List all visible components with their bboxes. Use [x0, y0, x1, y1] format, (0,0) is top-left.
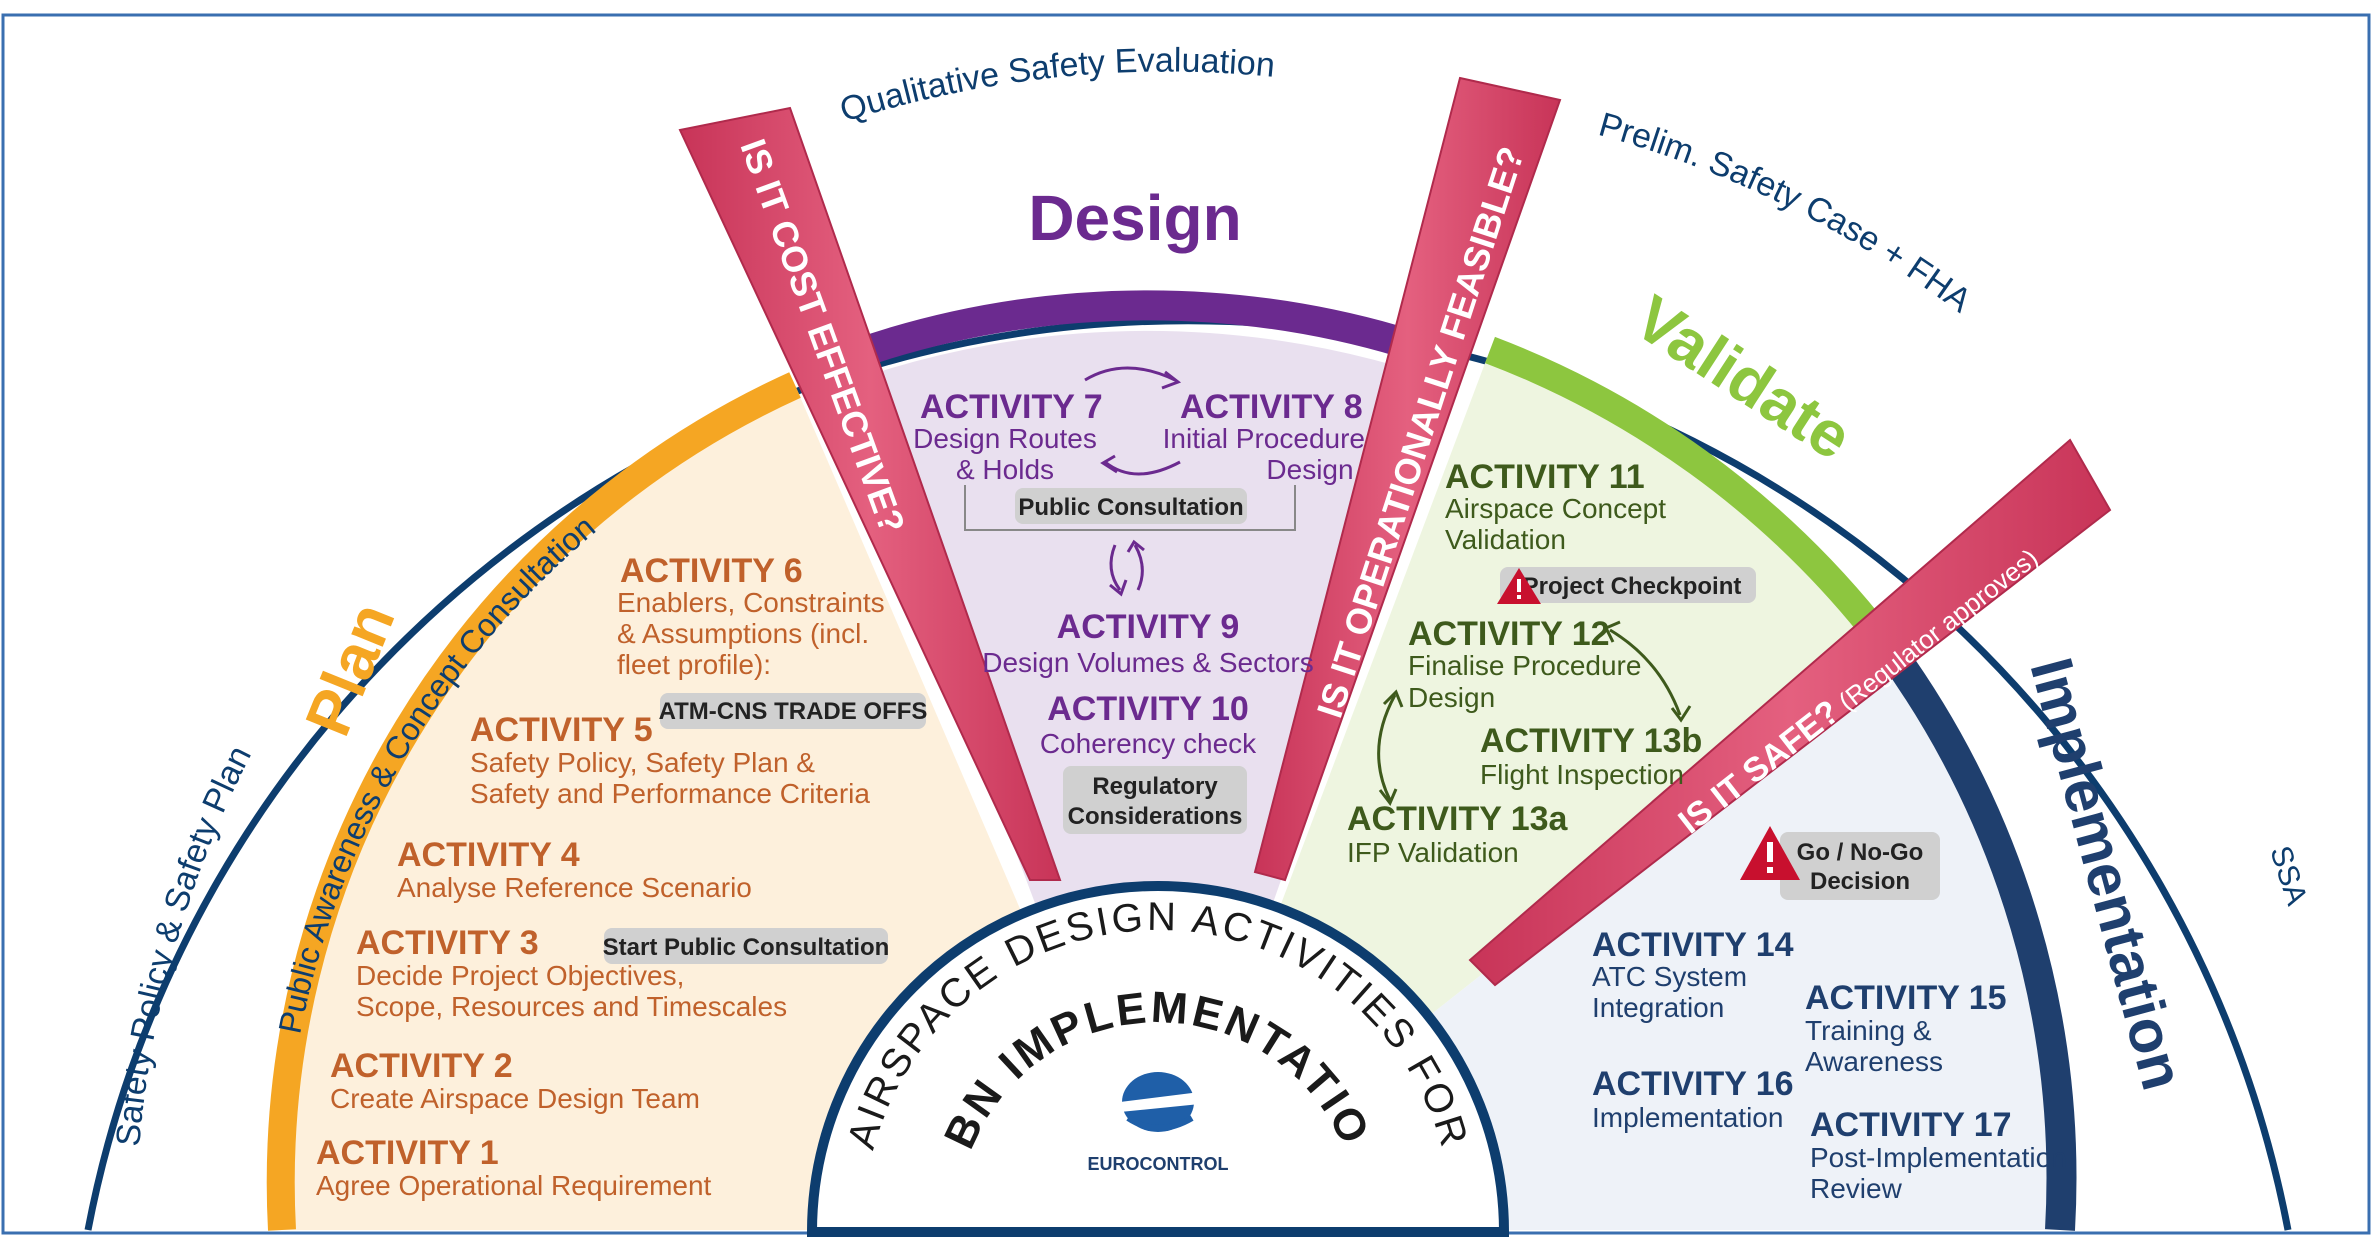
activity-3-title: ACTIVITY 3	[356, 924, 539, 962]
implementation-sector-band	[1877, 641, 2077, 1231]
warning-icon	[1740, 826, 1800, 880]
activity-6-line2: & Assumptions (incl.	[617, 618, 869, 649]
svg-text:Considerations: Considerations	[1068, 803, 1243, 830]
phase-label-design: Design	[1028, 182, 1241, 254]
design-activities: ACTIVITY 7 Design Routes & Holds ACTIVIT…	[913, 388, 1365, 759]
activity-11-line2: Validation	[1445, 524, 1566, 555]
activity-16-title: ACTIVITY 16	[1592, 1065, 1794, 1103]
plan-sector-band	[266, 372, 801, 1231]
svg-text:ATM-CNS TRADE OFFS: ATM-CNS TRADE OFFS	[659, 698, 928, 725]
svg-text:Public Consultation: Public Consultation	[1018, 494, 1243, 521]
activity-14-line1: ATC System	[1592, 961, 1747, 992]
activity-9-title: ACTIVITY 9	[1057, 608, 1240, 646]
activity-1-title: ACTIVITY 1	[316, 1134, 499, 1172]
tag-start-public-consultation: Start Public Consultation	[603, 928, 890, 964]
hub-circle	[806, 881, 1510, 1237]
activity-11-title: ACTIVITY 11	[1445, 458, 1645, 496]
activity-12-line1: Finalise Procedure	[1408, 650, 1641, 681]
activity-12-title: ACTIVITY 12	[1408, 615, 1610, 653]
tag-public-consultation: Public Consultation	[1015, 488, 1247, 524]
activity-6-title: ACTIVITY 6	[620, 552, 803, 590]
design-consultation-bracket	[964, 485, 1296, 531]
activity-7-title: ACTIVITY 7	[920, 388, 1103, 426]
activity-13a-line1: IFP Validation	[1347, 837, 1519, 868]
activity-17-title: ACTIVITY 17	[1810, 1106, 2012, 1144]
activity-4-line1: Analyse Reference Scenario	[397, 872, 752, 903]
activity-3-line1: Decide Project Objectives,	[356, 960, 684, 991]
validate-cycle-arrows	[1377, 620, 1692, 806]
activity-13b-line1: Flight Inspection	[1480, 759, 1684, 790]
activity-5-line2: Safety and Performance Criteria	[470, 778, 870, 809]
svg-text:Project Checkpoint: Project Checkpoint	[1523, 573, 1742, 600]
svg-text:Regulatory: Regulatory	[1092, 773, 1218, 800]
activity-3-line2: Scope, Resources and Timescales	[356, 991, 787, 1022]
activity-15-line2: Awareness	[1805, 1046, 1943, 1077]
activity-17-line1: Post-Implementation	[1810, 1142, 2067, 1173]
activity-14-title: ACTIVITY 14	[1592, 926, 1794, 964]
tag-project-checkpoint: Project Checkpoint	[1500, 567, 1756, 603]
activity-15-line1: Training &	[1805, 1015, 1932, 1046]
design-cycle-arrows	[1084, 366, 1182, 597]
validate-activities: ACTIVITY 11 Airspace Concept Validation …	[1347, 458, 1702, 868]
activity-9-line1: Design Volumes & Sectors	[982, 647, 1314, 678]
svg-text:Go / No-Go: Go / No-Go	[1797, 839, 1924, 866]
activity-12-line2: Design	[1408, 682, 1495, 713]
activity-6-line1: Enablers, Constraints	[617, 587, 885, 618]
activity-13b-title: ACTIVITY 13b	[1480, 722, 1702, 760]
svg-text:Decision: Decision	[1810, 868, 1910, 895]
activity-13a-title: ACTIVITY 13a	[1347, 800, 1569, 838]
activity-6-line3: fleet profile):	[617, 649, 771, 680]
activity-8-line1: Initial Procedure	[1163, 423, 1365, 454]
eurocontrol-logo	[1120, 1072, 1200, 1132]
activity-4-title: ACTIVITY 4	[397, 836, 580, 874]
activity-7-line2: & Holds	[956, 454, 1054, 485]
activity-17-line2: Review	[1810, 1173, 1903, 1204]
activity-1-line1: Agree Operational Requirement	[316, 1170, 712, 1201]
activity-11-line1: Airspace Concept	[1445, 493, 1666, 524]
activity-2-line1: Create Airspace Design Team	[330, 1083, 700, 1114]
tag-regulatory-considerations: Regulatory Considerations	[1063, 766, 1247, 834]
design-sector-band	[839, 290, 1456, 373]
activity-5-line1: Safety Policy, Safety Plan &	[470, 747, 815, 778]
eurocontrol-logo-text: EUROCONTROL	[1088, 1154, 1229, 1174]
activity-10-line1: Coherency check	[1040, 728, 1257, 759]
activity-2-title: ACTIVITY 2	[330, 1047, 513, 1085]
activity-5-title: ACTIVITY 5	[470, 711, 653, 749]
activity-10-title: ACTIVITY 10	[1047, 690, 1249, 728]
plan-activities: ACTIVITY 6 Enablers, Constraints & Assum…	[316, 552, 885, 1201]
activity-16-line1: Implementation	[1592, 1102, 1783, 1133]
tag-go-no-go-decision: Go / No-Go Decision	[1780, 832, 1940, 900]
tag-atm-cns-trade-offs: ATM-CNS TRADE OFFS	[659, 693, 928, 729]
validate-sector-band	[1485, 336, 1881, 634]
activity-15-title: ACTIVITY 15	[1805, 979, 2007, 1017]
activity-14-line2: Integration	[1592, 992, 1724, 1023]
activity-8-title: ACTIVITY 8	[1180, 388, 1363, 426]
warning-icon	[1497, 568, 1541, 604]
activity-8-line2: Design	[1266, 454, 1353, 485]
activity-7-line1: Design Routes	[913, 423, 1097, 454]
implementation-activities: ACTIVITY 14 ATC System Integration ACTIV…	[1592, 926, 2067, 1204]
svg-text:Start Public Consultation: Start Public Consultation	[603, 934, 890, 961]
